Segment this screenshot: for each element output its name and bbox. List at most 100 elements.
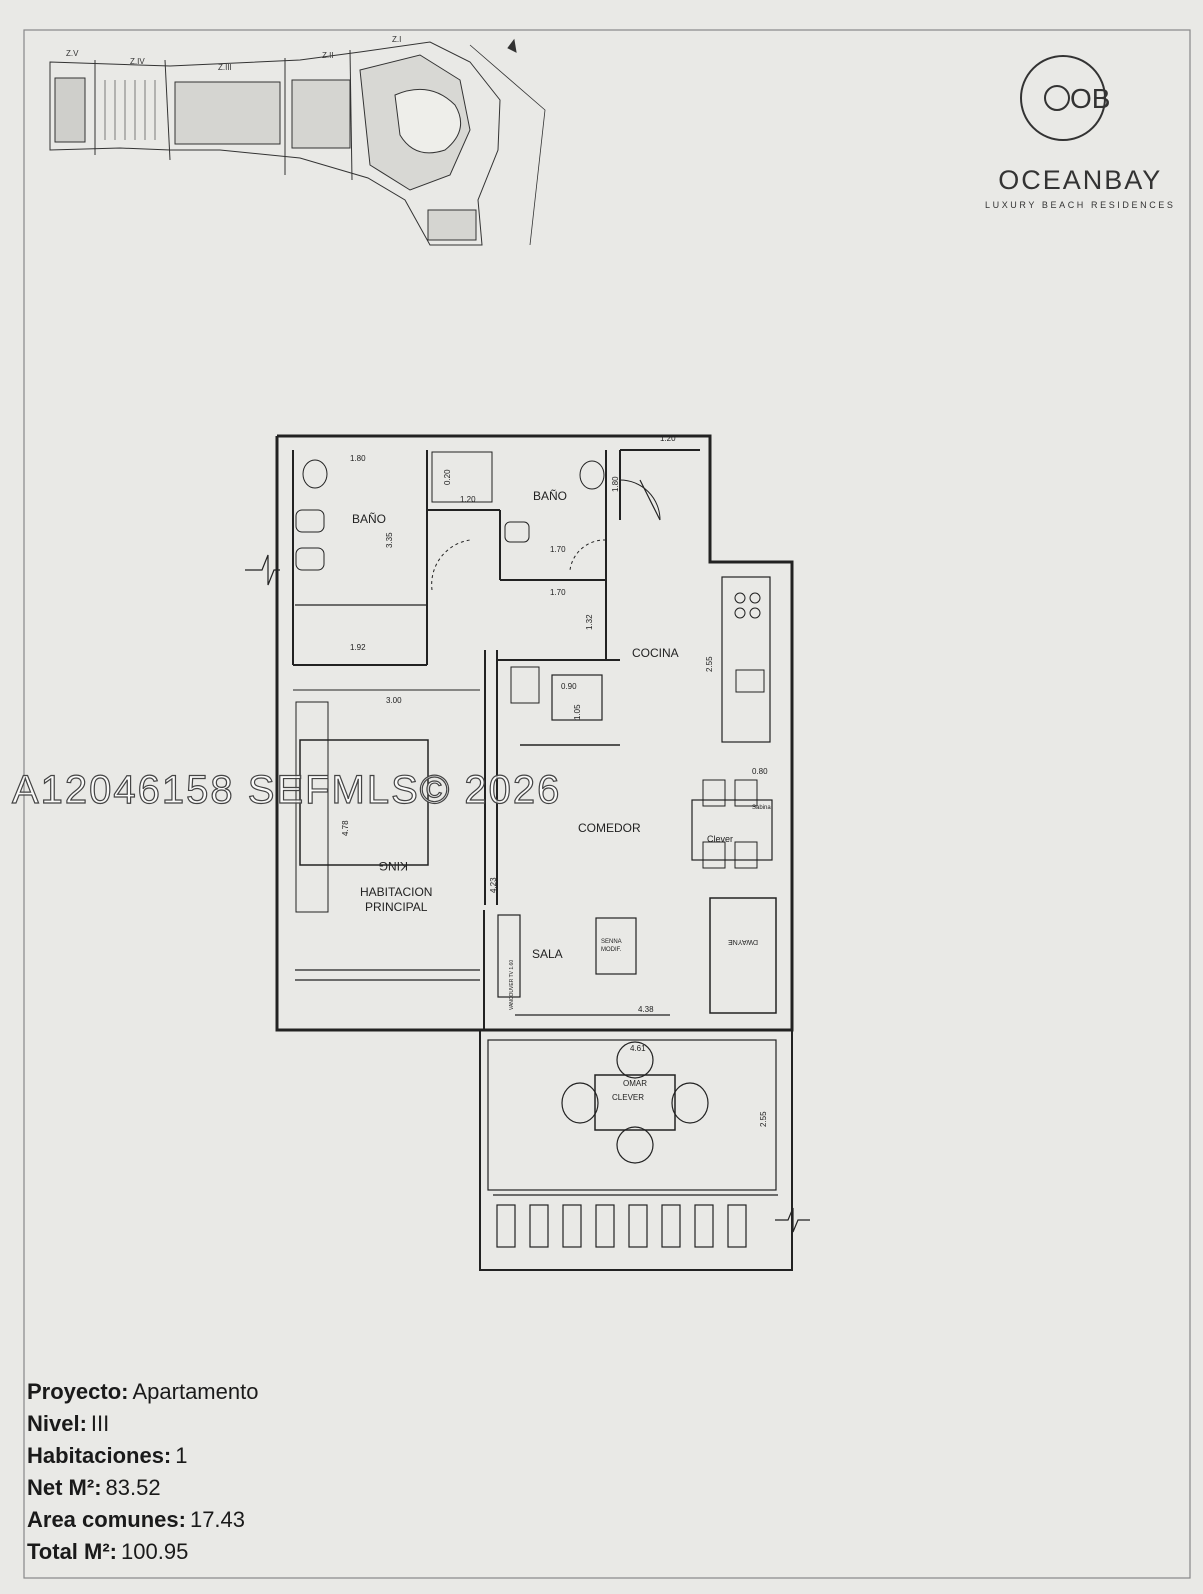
furniture-label-clever-terrace: CLEVER	[612, 1093, 644, 1102]
project-info: Proyecto:Apartamento Nivel:III Habitacio…	[27, 1376, 258, 1568]
toilet-icon	[579, 460, 605, 490]
room-label-dining: COMEDOR	[578, 821, 641, 835]
furniture-label-senna-modif: MODIF.	[601, 947, 622, 953]
sink-icon	[295, 547, 325, 571]
shower-tray	[431, 451, 493, 503]
coffee-table	[595, 917, 637, 975]
furniture-label-dwayne: DWAYNE	[728, 938, 758, 945]
site-plan	[49, 38, 546, 246]
dimension-label: 1.80	[350, 454, 366, 463]
kitchen-counter	[721, 576, 771, 743]
pool	[394, 88, 462, 154]
tv-unit	[497, 914, 521, 998]
dimension-label: 0.20	[443, 469, 452, 485]
room-label-living: SALA	[532, 947, 563, 961]
info-row: Total M²:100.95	[27, 1536, 258, 1568]
terrace-wall	[479, 1030, 793, 1271]
room-labels: BAÑO BAÑO COCINA COMEDOR HABITACION PRIN…	[352, 489, 679, 961]
furniture-label-king: KING	[379, 859, 408, 873]
dimension-label: 4.78	[341, 820, 350, 836]
dimension-label: 1.05	[573, 704, 582, 720]
dimension-label: 0.80	[752, 767, 768, 776]
laundry-closet	[551, 674, 603, 721]
chair-icon	[734, 779, 758, 807]
dining-table	[691, 799, 773, 861]
dimension-label: 4.61	[630, 1044, 646, 1053]
chair-icon	[671, 1082, 709, 1124]
floor-plan	[245, 434, 810, 1271]
info-label: Net M²:	[27, 1475, 102, 1500]
zone-labels: Z.V Z.IV Z.III Z.II Z.I	[66, 35, 401, 72]
sink-icon	[504, 521, 530, 543]
info-value: III	[90, 1411, 110, 1436]
info-value: 1	[175, 1443, 188, 1468]
info-value: 17.43	[189, 1507, 246, 1532]
furniture-label-sabina: Sabina	[752, 805, 771, 811]
dimension-label: 1.70	[550, 588, 566, 597]
room-label-kitchen: COCINA	[632, 646, 679, 660]
chair-icon	[616, 1041, 654, 1079]
kitchen-sink-icon	[735, 669, 765, 693]
door-swing	[431, 539, 471, 591]
break-mark	[775, 1207, 810, 1233]
dimension-label: 4.23	[489, 877, 498, 893]
door-swing	[619, 479, 661, 521]
dimension-label: 0.90	[561, 682, 577, 691]
shaft	[510, 666, 540, 704]
zone-label: Z.I	[392, 35, 401, 44]
oceanbay-logo-icon: OB	[1020, 55, 1110, 141]
break-mark	[245, 554, 280, 586]
info-label: Area comunes:	[27, 1507, 186, 1532]
zone-label: Z.IV	[130, 57, 145, 66]
room-label-bath-second: BAÑO	[533, 489, 567, 503]
wardrobe	[295, 701, 329, 913]
info-row: Net M²:83.52	[27, 1472, 258, 1504]
dimension-label: 1.92	[350, 643, 366, 652]
zone-label: Z.II	[322, 51, 334, 60]
info-value: 83.52	[105, 1475, 161, 1500]
stove-burner-icon	[749, 592, 761, 604]
zone-label: Z.III	[218, 63, 232, 72]
room-label-bedroom-1: HABITACION	[360, 885, 432, 899]
block-ziii	[174, 81, 281, 145]
sink-icon	[295, 509, 325, 533]
stove-burner-icon	[734, 607, 746, 619]
furniture-label-tv: VANCOUVER TV 1.60	[509, 960, 515, 1010]
furniture-label-clever: Clever	[707, 834, 733, 844]
info-row: Area comunes:17.43	[27, 1504, 258, 1536]
zone-label: Z.V	[66, 49, 79, 58]
info-value: Apartamento	[132, 1379, 259, 1404]
room-label-bedroom-2: PRINCIPAL	[365, 900, 428, 914]
info-value: 100.95	[121, 1539, 189, 1564]
king-bed	[299, 739, 429, 866]
chair-icon	[702, 841, 726, 869]
chair-icon	[702, 779, 726, 807]
dimension-label: 3.00	[386, 696, 402, 705]
exterior-wall	[275, 434, 794, 1032]
block-zv	[54, 77, 86, 143]
terrace-floor	[487, 1039, 777, 1191]
block-south	[427, 209, 477, 241]
brand-name: OCEANBAY	[998, 165, 1163, 195]
dimension-label: 1.70	[550, 545, 566, 554]
mls-watermark: A12046158 SEFMLS© 2026	[11, 767, 562, 812]
room-label-bath-master: BAÑO	[352, 512, 386, 526]
dimension-label: 1.80	[611, 476, 620, 492]
paper-border	[23, 29, 1191, 1579]
furniture-labels: KING Clever Sabina DWAYNE SENNA MODIF. V…	[379, 805, 772, 1102]
stove-burner-icon	[734, 592, 746, 604]
coast-line	[469, 44, 546, 246]
chair-icon	[734, 841, 758, 869]
stove-burner-icon	[749, 607, 761, 619]
dimension-label: 1.20	[460, 495, 476, 504]
site-divider-2	[164, 59, 171, 161]
planter-row	[496, 1204, 747, 1248]
brand-block: OCEANBAY LUXURY BEACH RESIDENCES	[985, 165, 1176, 210]
site-divider-4	[349, 49, 353, 181]
furniture-label-omar: OMAR	[623, 1079, 647, 1088]
dimension-label: 4.38	[638, 1005, 654, 1014]
dimension-label: 3.35	[385, 532, 394, 548]
toilet-icon	[302, 459, 328, 489]
chair-icon	[561, 1082, 599, 1124]
